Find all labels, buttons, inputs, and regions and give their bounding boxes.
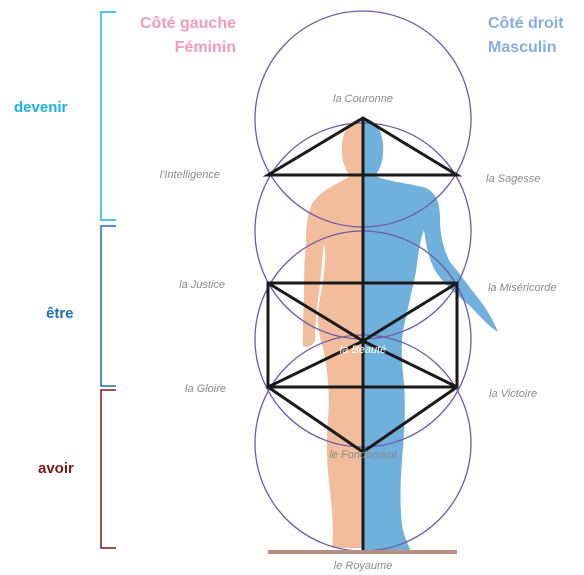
sefirah-gloire: la Gloire [185,383,226,395]
right-side-subtitle: Masculin [488,39,556,56]
sefirah-fondament: le Fondament [329,449,397,461]
sefirah-couronne: la Couronne [333,93,393,105]
feminine-body-half [303,118,363,548]
etre-bracket [101,226,116,386]
sefirah-beaute: la Beauté [340,344,386,356]
sefirah-justice: la Justice [179,279,225,291]
left-side-subtitle: Féminin [175,39,236,56]
masculine-body-half [363,118,498,550]
devenir-bracket [101,12,116,220]
sefirah-victoire: la Victoire [489,388,537,400]
sefirah-royaume: le Royaume [334,560,393,572]
left-side-title: Côté gauche [140,15,236,32]
level-label-avoir: avoir [38,460,74,477]
sefirah-misericorde: la Miséricorde [488,282,556,294]
level-label-devenir: devenir [14,99,68,116]
tree-structure [268,118,457,552]
avoir-bracket [101,390,116,548]
level-label-etre: être [46,305,74,322]
sefirah-sagesse: la Sagesse [486,173,540,185]
sefirah-intelligence: l'Intelligence [160,169,220,181]
right-side-title: Côté droit [488,15,564,32]
